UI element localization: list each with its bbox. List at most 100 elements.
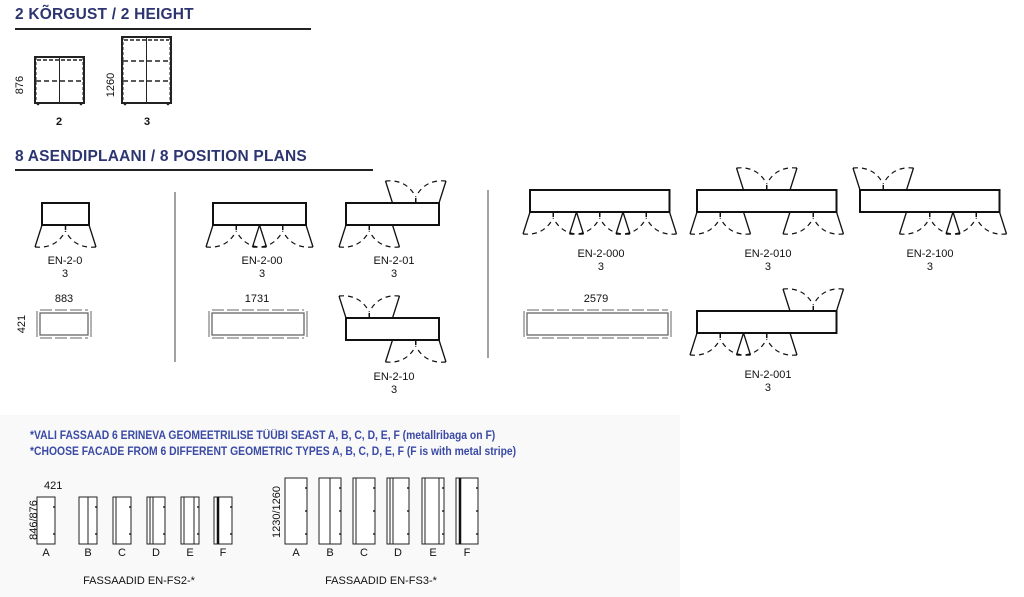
facade-fs2-b-hinge — [95, 533, 97, 535]
fs2-caption: FASSAADID EN-FS2-* — [83, 575, 195, 587]
facade-fs3-a-hinge — [305, 510, 307, 512]
plan-en-2-0-door-swing — [34, 230, 67, 248]
facade-fs2-b-hinge — [95, 506, 97, 508]
plan-en-2-010-door-edge — [735, 167, 745, 191]
fs2-height: 846/876 — [28, 500, 40, 540]
facade-fs3-d-hinge — [407, 487, 409, 489]
facade-fs3-c-hinge — [373, 487, 375, 489]
plan-en-2-01-door-edge — [391, 224, 401, 248]
plan-en-2-100-door-edge — [905, 167, 915, 191]
plan-en-2-010-door-swing — [689, 217, 721, 235]
plan-en-2-0 — [41, 202, 90, 226]
plan-en-2-01-door-edge — [384, 180, 394, 204]
plan-en-2-01-door-swing — [368, 230, 400, 248]
facade-fs3-a — [284, 477, 308, 545]
plan-en-2-100 — [859, 189, 1001, 213]
plan-en-2-10-door-swing — [338, 295, 370, 313]
fs3-type-label-a: A — [292, 547, 300, 559]
plan-en-2-010-door-edge — [689, 211, 698, 235]
footprint-width-883: 883 — [54, 293, 74, 305]
plan-en-2-001-door-edge — [742, 332, 752, 356]
fs3-type-label-f: F — [463, 547, 471, 559]
footprint-883 — [39, 312, 89, 336]
facade-fs2-d-hinge — [163, 506, 165, 508]
plan-en-2-00-door-edge — [258, 224, 268, 248]
plan-en-2-010-door-edge — [742, 211, 752, 235]
plan-en-2-000-door-swing — [569, 217, 601, 235]
plan-en-2-001-door-swing — [736, 338, 768, 356]
plan-en-2-001-door-edge — [735, 332, 745, 356]
plan-en-2-000-door-edge — [615, 211, 624, 235]
fs2-type-label-f: F — [219, 547, 227, 559]
facade-fs2-c-hinge — [129, 506, 131, 508]
facade-fs3-e-hinge — [442, 533, 444, 535]
plan-en-2-100-door-swing — [945, 217, 977, 235]
facade-fs2-e-hinge — [197, 533, 199, 535]
plan-en-2-001-door-edge — [835, 288, 845, 312]
plan-en-2-000-door-swing — [615, 217, 647, 235]
facade-fs2-a — [36, 496, 56, 545]
footprint-depth-421: 421 — [16, 314, 28, 334]
fs3-caption: FASSAADID EN-FS3-* — [325, 575, 437, 587]
plan-en-2-100-door-swing — [975, 217, 1007, 235]
plan-en-2-010-door-edge — [782, 211, 791, 235]
fs2-type-label-b: B — [84, 547, 92, 559]
plan-en-2-100-door-edge — [998, 211, 1008, 235]
fs3-type-label-e: E — [429, 547, 437, 559]
plan-en-2-010 — [696, 189, 838, 213]
plan-en-2-10-door-edge — [438, 339, 447, 363]
plan-en-2-00 — [212, 202, 307, 226]
plan-en-2-000-door-swing — [522, 217, 554, 235]
plan-en-2-010-door-swing — [782, 217, 814, 235]
height-label-2: 2 — [55, 116, 63, 128]
heights-rule — [15, 28, 311, 30]
fs2-type-label-c: C — [118, 547, 126, 559]
footprint-1731 — [211, 312, 305, 336]
facade-fs2-f-hinge — [230, 506, 232, 508]
facade-fs2-f — [213, 496, 233, 545]
plan-en-2-10-door-swing — [385, 345, 417, 363]
plan-en-2-000-door-edge — [575, 211, 585, 235]
plan-en-2-000-door-edge — [668, 211, 678, 235]
plan-en-2-100-door-swing — [852, 167, 884, 185]
plan-en-2-000 — [529, 189, 671, 213]
facade-fs2-c — [112, 496, 132, 545]
plan-en-2-000-door-edge — [522, 211, 531, 235]
facade-fs3-a-hinge — [305, 533, 307, 535]
plan-en-2-01-door-swing — [385, 180, 417, 198]
height-dimension-3: 1260 — [105, 72, 117, 98]
fs3-type-label-c: C — [360, 547, 368, 559]
facade-fs3-f-hinge — [476, 510, 478, 512]
height-label-3: 3 — [143, 116, 151, 128]
plan-en-2-00-door-swing — [282, 230, 314, 248]
plan-en-2-001-door-edge — [789, 332, 798, 356]
plan-en-2-10-door-edge — [338, 295, 347, 319]
plan-en-2-010-door-swing — [736, 167, 768, 185]
plan-en-2-10 — [345, 317, 440, 341]
plan-en-2-00-door-swing — [252, 230, 284, 248]
facade-fs2-a-hinge — [53, 506, 55, 508]
facade-fs3-f-hinge — [476, 487, 478, 489]
plan-en-2-10-door-edge — [391, 295, 401, 319]
facade-fs2-d-hinge — [163, 533, 165, 535]
plan-en-2-001-door-swing — [782, 288, 814, 306]
plans-rule — [15, 169, 373, 171]
facade-fs3-b-hinge — [339, 533, 341, 535]
cabinet-height-3-foot — [123, 102, 127, 106]
plan-en-2-10-door-edge — [384, 339, 394, 363]
facade-fs2-d — [146, 496, 166, 545]
facade-fs2-e-hinge — [197, 506, 199, 508]
plan-en-2-100-door-edge — [945, 211, 954, 235]
plan-en-2-01-door-swing — [415, 180, 447, 198]
plan-en-2-0-door-edge — [34, 224, 43, 248]
plan-en-2-010-door-swing — [719, 217, 751, 235]
plan-en-2-000-door-swing — [645, 217, 677, 235]
cabinet-height-2-foot — [79, 102, 83, 106]
facade-fs3-e-hinge — [442, 487, 444, 489]
